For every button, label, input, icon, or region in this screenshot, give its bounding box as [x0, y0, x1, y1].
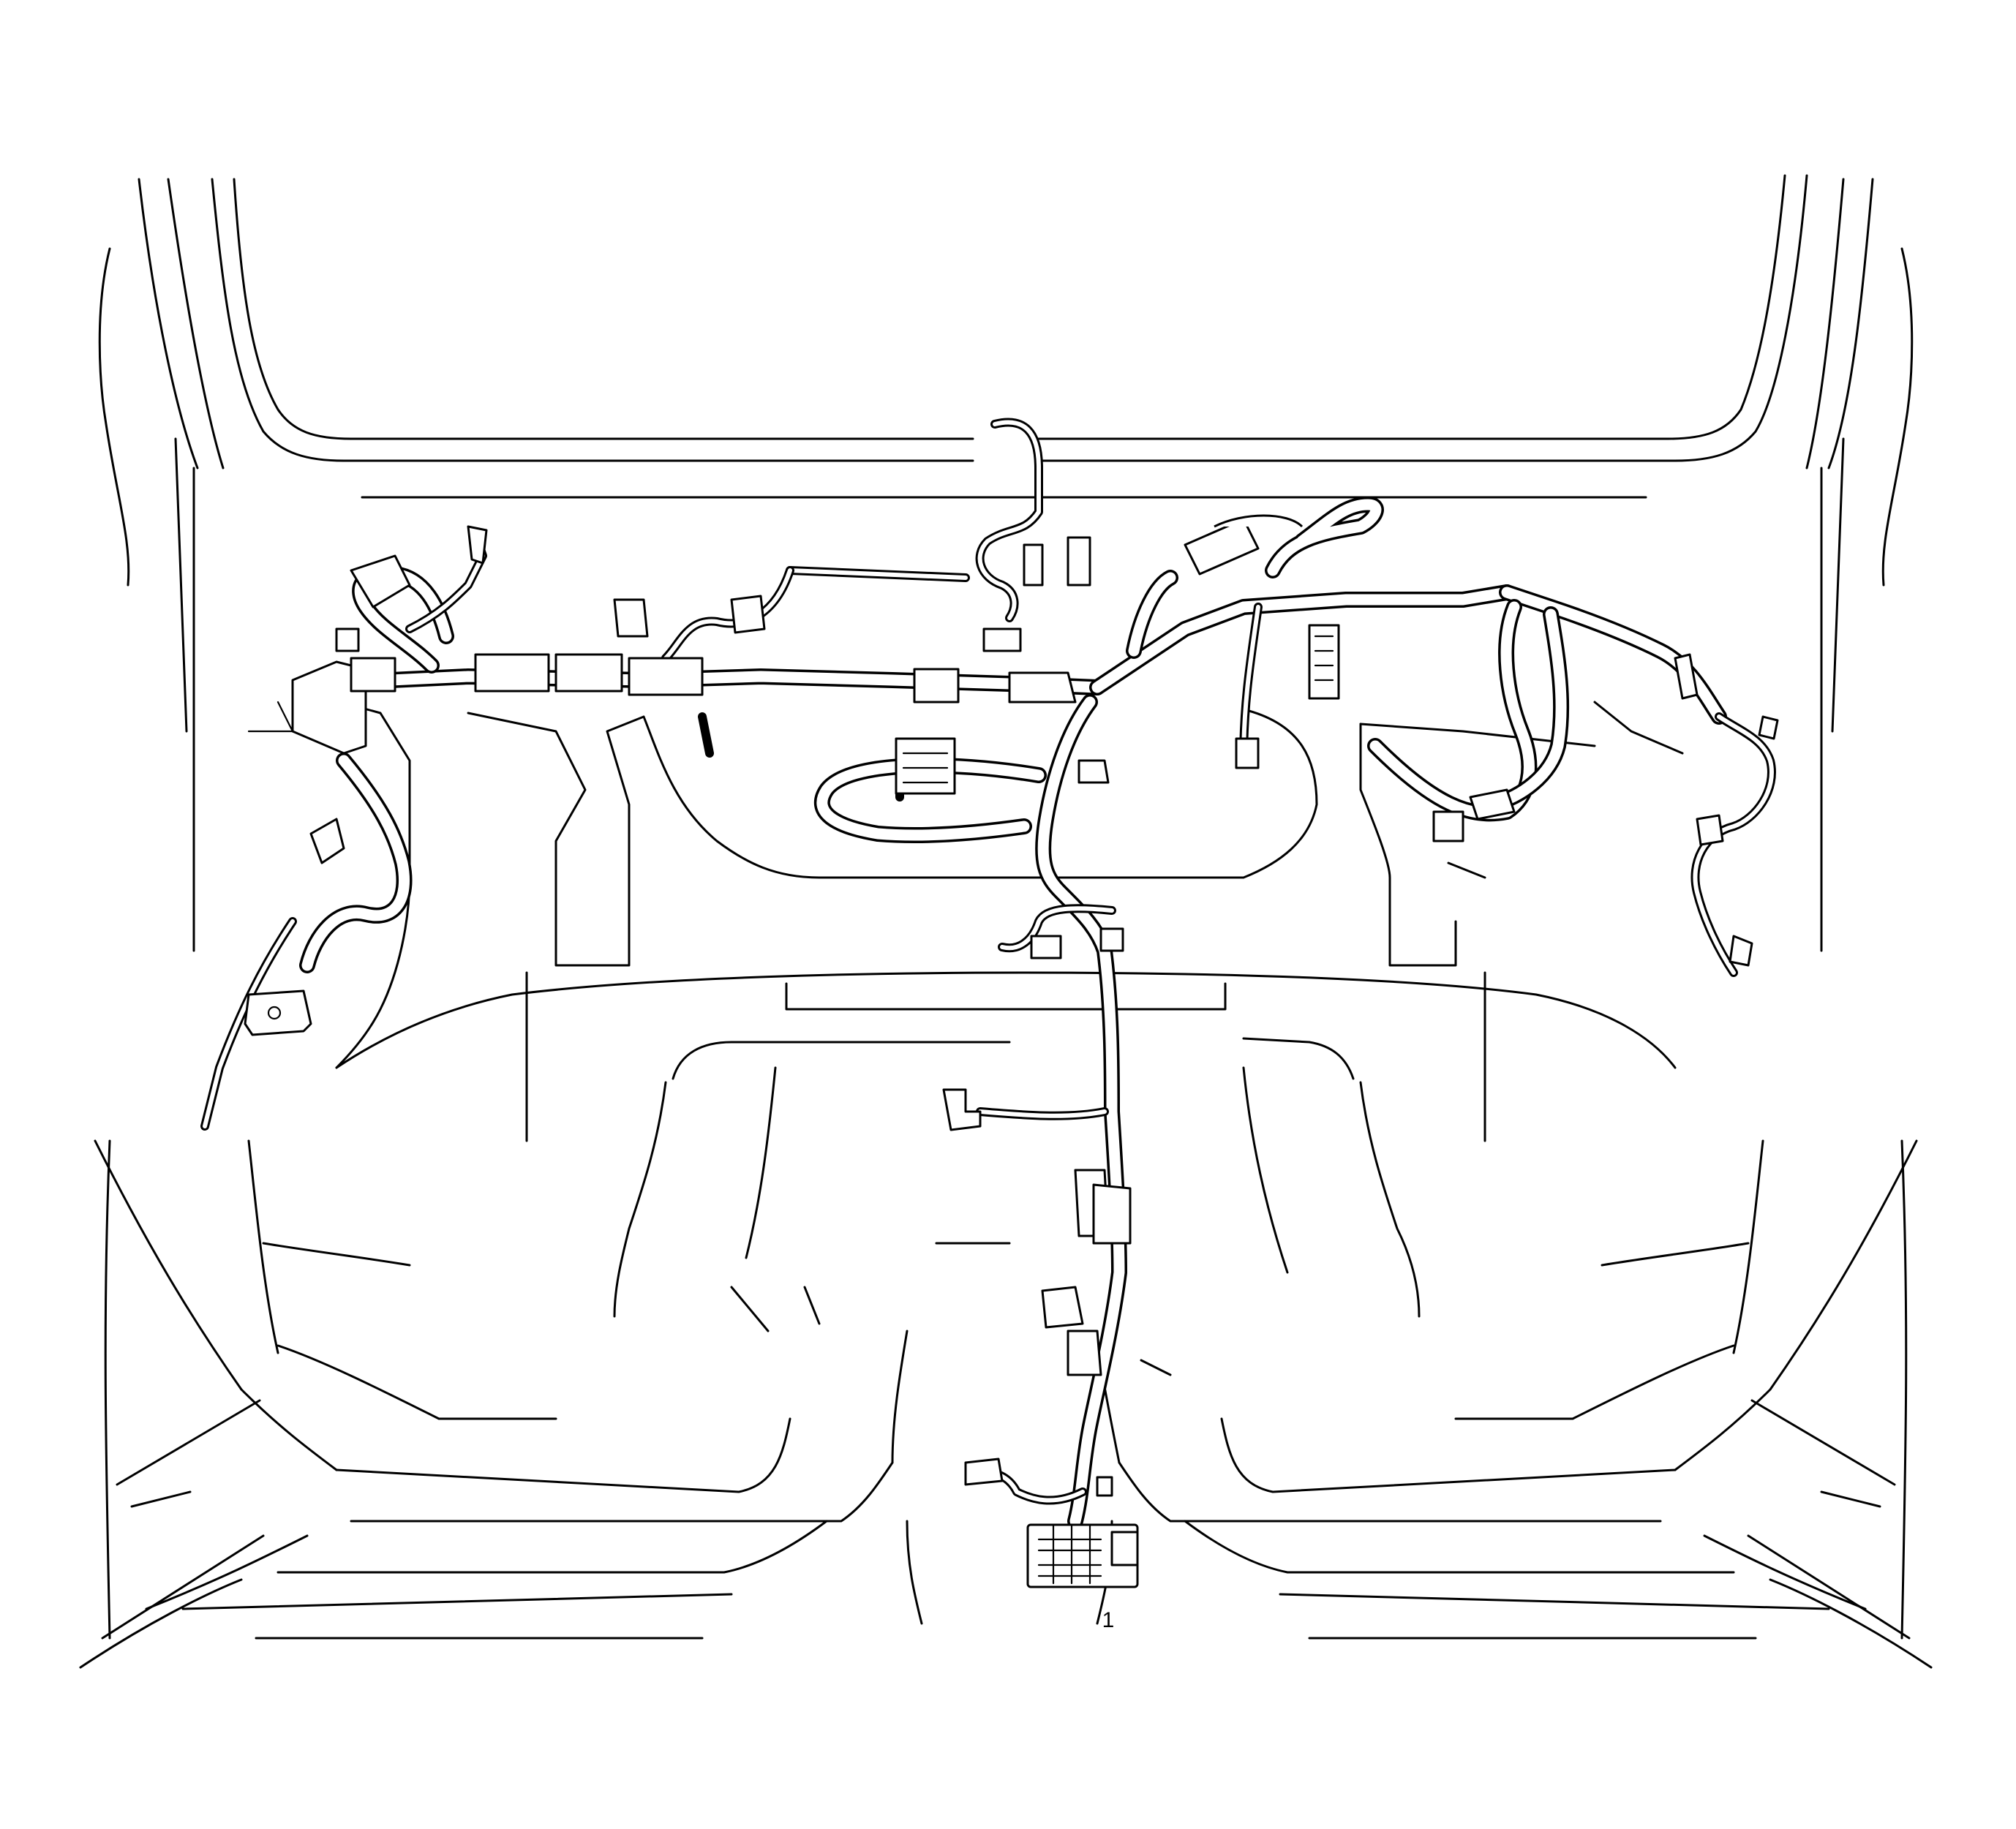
callout-1: 1 [1102, 1608, 1115, 1632]
callout-label: 1 [1102, 1608, 1115, 1632]
connectors [244, 514, 1779, 1588]
main-floor-connector [1026, 1523, 1139, 1588]
vehicle-body-outline [79, 174, 1933, 1669]
